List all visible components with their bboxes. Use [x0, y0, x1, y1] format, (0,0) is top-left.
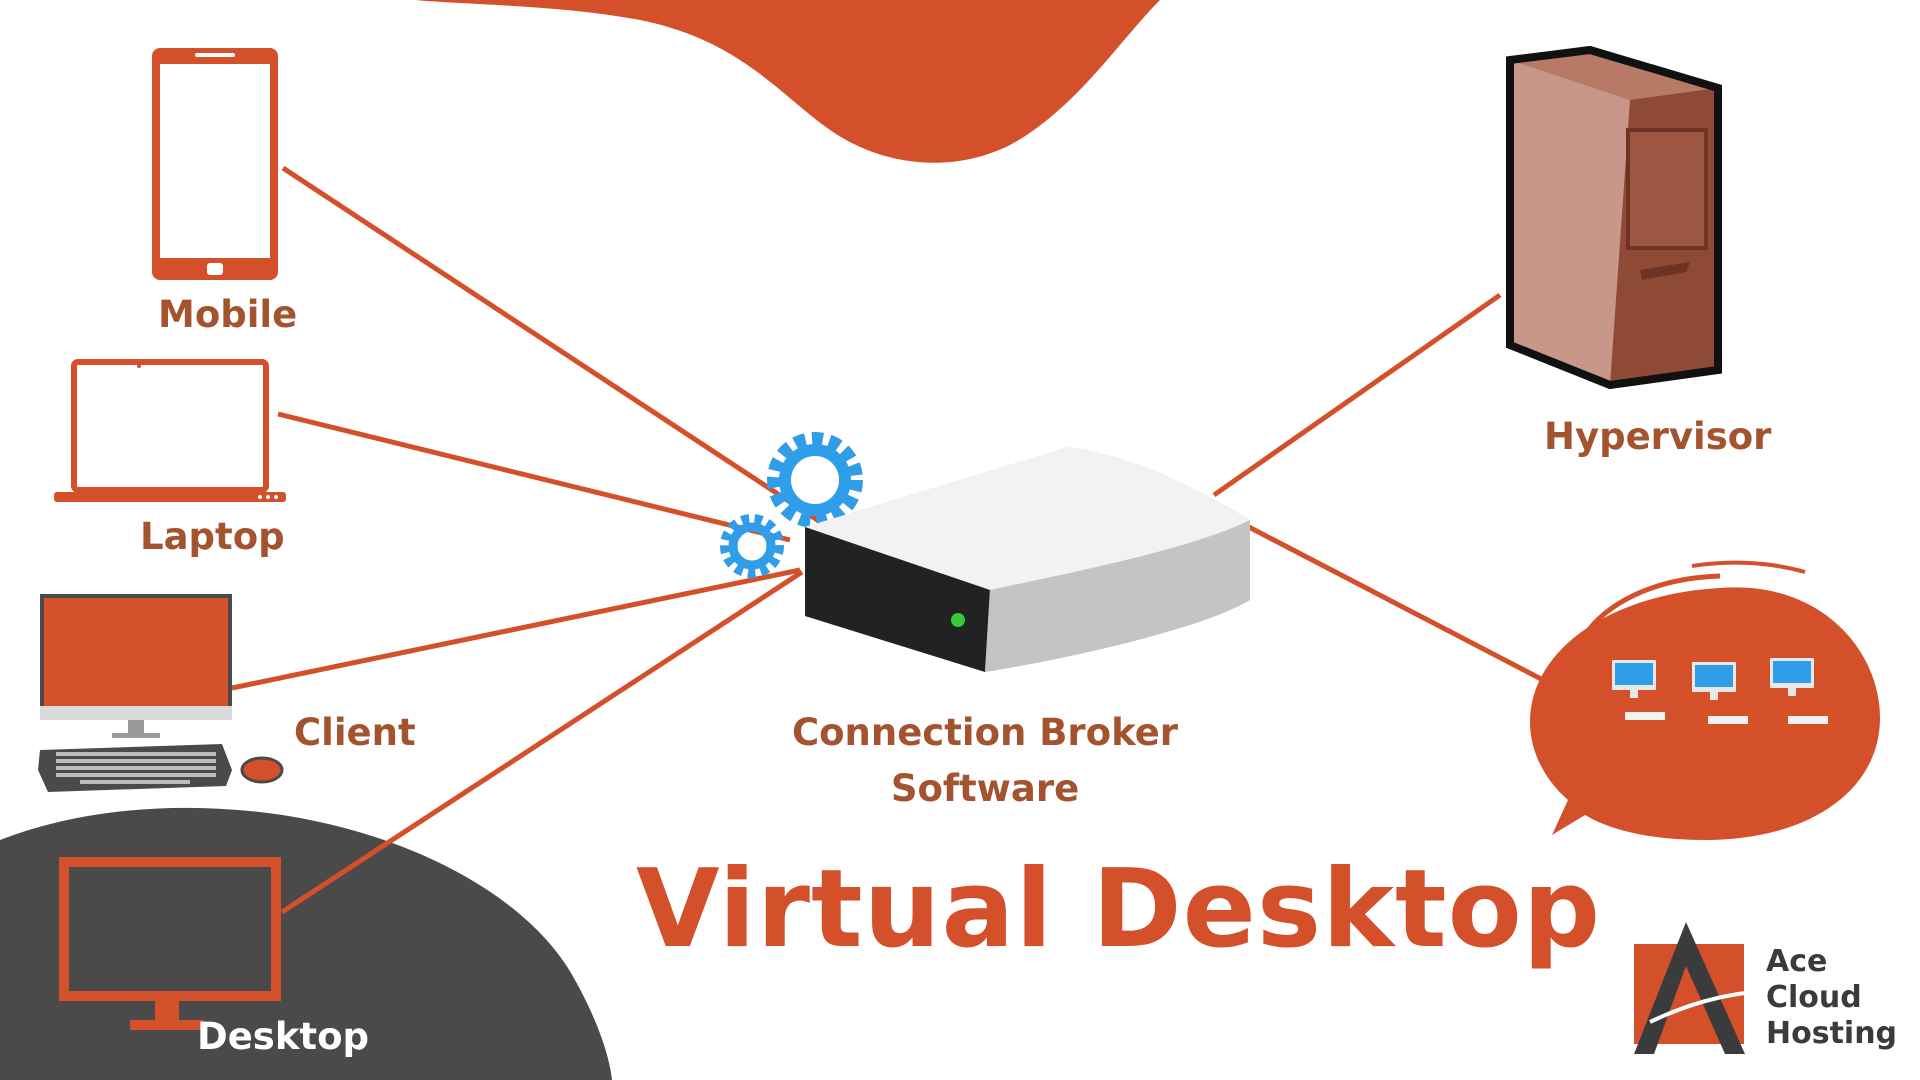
mobile-phone-icon [152, 48, 278, 280]
logo-text-cloud: Cloud [1766, 980, 1862, 1015]
monitor-icon [59, 857, 281, 1030]
mobile-label: Mobile [158, 293, 298, 336]
connection-broker-line-1: Connection Broker [791, 711, 1179, 754]
laptop-icon [54, 359, 286, 502]
line-client-broker [231, 567, 801, 691]
ace-cloud-hosting-logo-icon [1634, 922, 1779, 1054]
logo-text-hosting: Hosting [1766, 1016, 1898, 1051]
hypervisor-label: Hypervisor [1544, 415, 1772, 458]
tower-server-icon [1506, 45, 1722, 390]
main-title: Virtual Desktop [636, 847, 1602, 972]
top-orange-blob [415, 0, 1160, 163]
laptop-label: Laptop [140, 515, 285, 558]
virtual-computer-1 [1612, 660, 1665, 720]
desktop-label: Desktop [197, 1015, 370, 1058]
logo-text: Ace Cloud Hosting [1766, 944, 1897, 1052]
network-drive-icon [805, 447, 1250, 672]
line-broker-hypervisor [1212, 292, 1502, 498]
line-broker-virtual-desktops [1243, 522, 1574, 698]
line-laptop-broker [277, 411, 791, 543]
gears-icon [720, 432, 863, 578]
connection-lines [231, 165, 1574, 915]
connection-broker-label: Connection Broker Software [740, 705, 1230, 816]
client-label: Client [294, 711, 416, 754]
desktop-computer-keyboard-mouse-icon [38, 594, 284, 792]
virtual-computer-3 [1770, 658, 1828, 724]
speech-bubble-computers-icon [1530, 560, 1880, 840]
line-mobile-broker [281, 165, 827, 528]
connection-broker-line-2: Software [890, 766, 1080, 810]
virtual-computer-2 [1692, 662, 1748, 724]
logo-text-ace: Ace [1766, 944, 1828, 979]
line-desktop-broker [280, 569, 804, 915]
